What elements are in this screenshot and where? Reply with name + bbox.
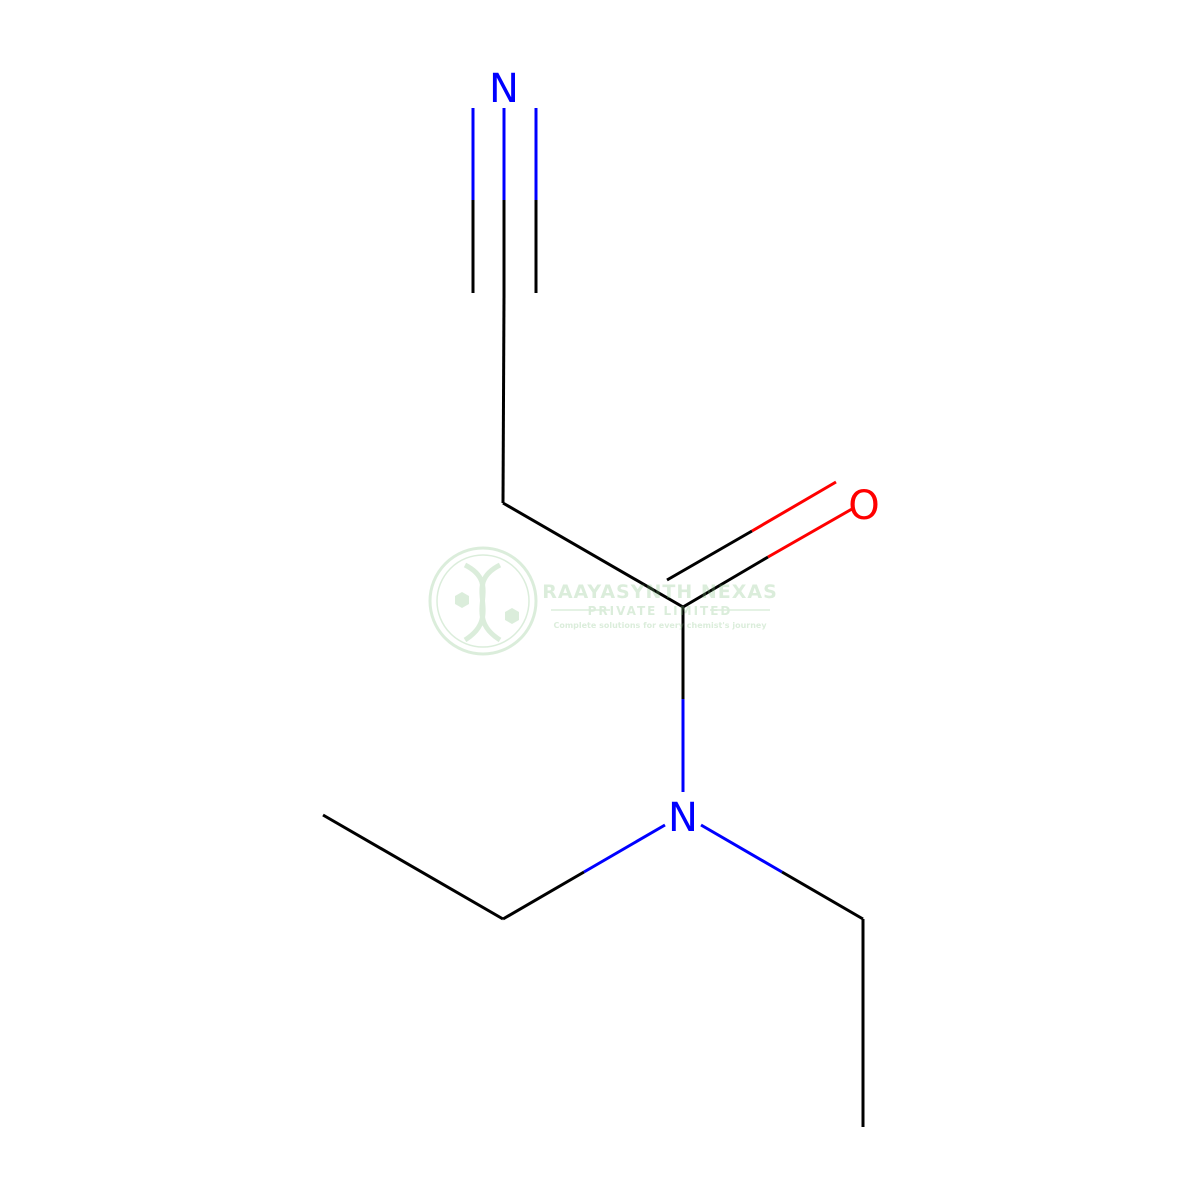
ch2-carbonyl-bond xyxy=(502,501,684,609)
watermark: RAAYASYNTH NEXAS PRIVATE LIMITED Complet… xyxy=(428,546,778,656)
ch2-nitrile-carbon-bond xyxy=(501,294,506,504)
watermark-tagline: Complete solutions for every chemist's j… xyxy=(553,621,767,630)
watermark-title: RAAYASYNTH NEXAS xyxy=(542,581,778,603)
n-ethyl-left-bond xyxy=(502,823,666,921)
watermark-logo xyxy=(428,546,538,656)
amide-nitrogen-label: N xyxy=(668,795,698,841)
nitrile-nitrogen-label: N xyxy=(489,66,519,112)
ethyl-left-ch3-bond xyxy=(322,813,504,921)
nitrile-triple-bond xyxy=(471,108,538,295)
watermark-subtitle: PRIVATE LIMITED xyxy=(588,604,733,618)
carbonyl-double-bond xyxy=(666,480,853,609)
n-ethyl-right-bond xyxy=(700,823,864,921)
carbonyl-oxygen-label: O xyxy=(848,483,879,529)
